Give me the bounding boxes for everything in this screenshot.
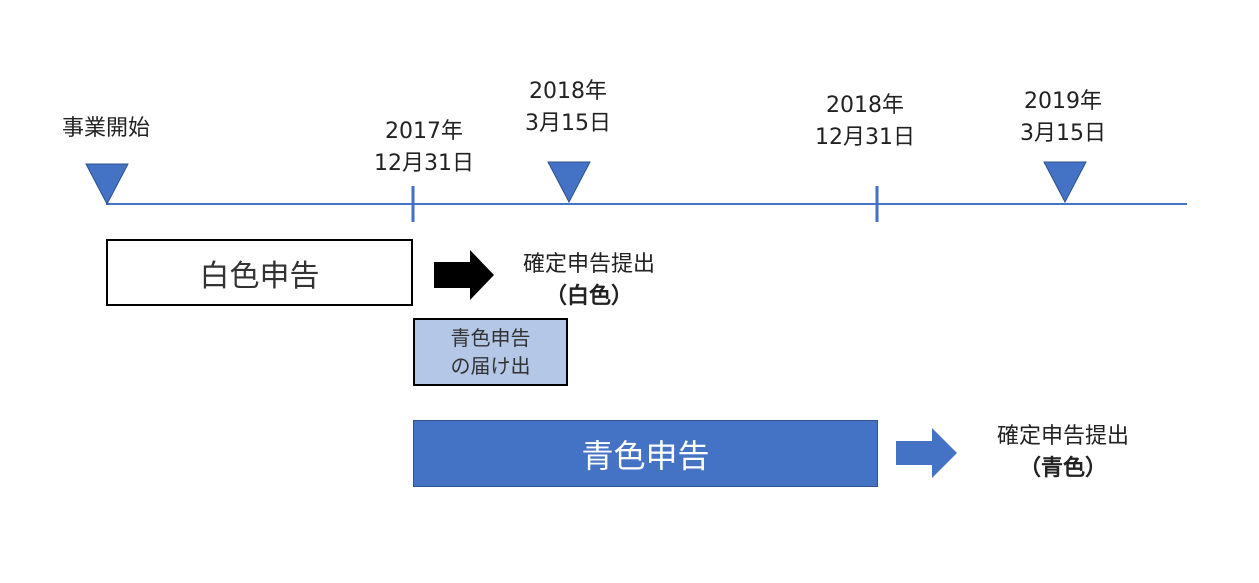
blue-filing-result: 確定申告提出 （青色）: [996, 424, 1129, 481]
label-2019-03-15: 2019年 3月15日: [1020, 89, 1106, 146]
white-filing-label: 白色申告: [199, 258, 320, 294]
triangle-marker-start: [85, 163, 129, 206]
label-2018-03-15: 2018年 3月15日: [525, 79, 611, 136]
blue-arrow-icon: [896, 428, 957, 478]
label-business-start: 事業開始: [61, 116, 150, 141]
blue-notice-box: 青色申告 の届け出: [413, 318, 568, 386]
blue-filing-label: 青色申告: [581, 436, 710, 475]
white-filing-result: 確定申告提出 （白色）: [522, 252, 655, 309]
black-arrow-icon: [434, 250, 494, 300]
triangle-marker-2019-03-15: [1043, 161, 1087, 204]
label-2018-12-31: 2018年 12月31日: [815, 93, 915, 150]
blue-filing-box: 青色申告: [413, 420, 878, 487]
label-2017-12-31: 2017年 12月31日: [374, 119, 474, 176]
triangle-marker-2018-03-15: [547, 161, 591, 204]
white-filing-box: 白色申告: [106, 239, 413, 306]
